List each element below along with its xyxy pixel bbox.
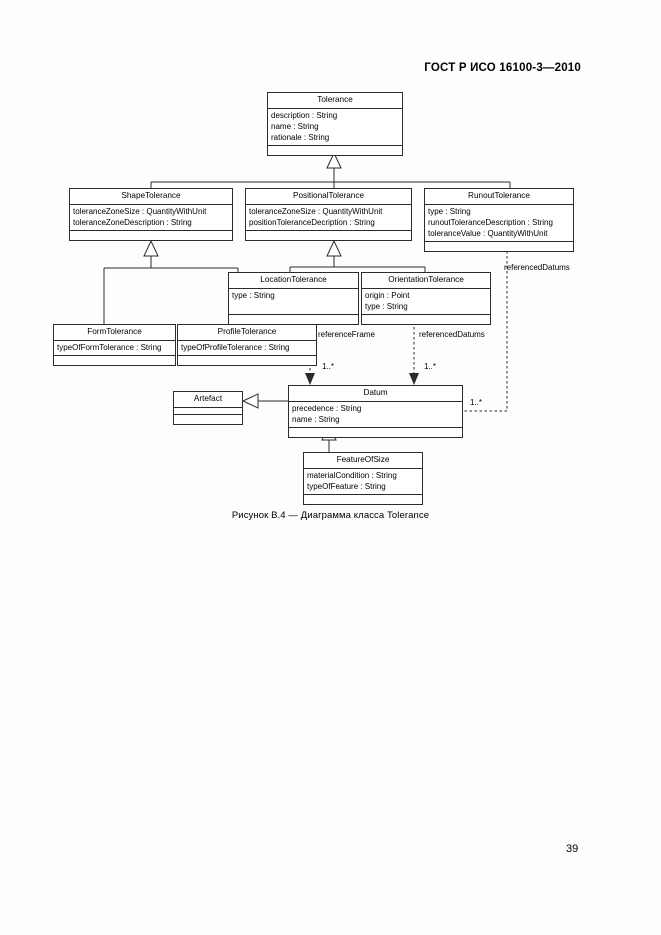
attribute: runoutToleranceDescription : String [428,217,553,227]
document-header-standard-number: ГОСТ Р ИСО 16100-3—2010 [424,62,581,74]
class-attributes-tolerance: description : String name : String ratio… [268,109,402,146]
class-box-artefact[interactable]: Artefact [173,391,243,425]
attribute: type : String [365,301,408,311]
class-attributes-location-tolerance: type : String [229,289,358,315]
attribute: rationale : String [271,132,330,142]
attribute: description : String [271,110,338,120]
class-name-feature-of-size: FeatureOfSize [304,453,422,469]
attribute: typeOfProfileTolerance : String [181,342,290,352]
association-label-referenced-datums-orientation: referencedDatums [419,330,485,339]
class-operations-runout-tolerance [425,242,573,251]
class-box-runout-tolerance[interactable]: RunoutTolerance type : String runoutTole… [424,188,574,252]
class-box-shape-tolerance[interactable]: ShapeTolerance toleranceZoneSize : Quant… [69,188,233,241]
attribute: toleranceZoneSize : QuantityWithUnit [73,206,207,216]
class-name-shape-tolerance: ShapeTolerance [70,189,232,205]
association-multiplicity-referenced-datums-runout: 1..* [470,398,483,407]
class-name-positional-tolerance: PositionalTolerance [246,189,411,205]
class-operations-orientation-tolerance [362,315,490,324]
class-operations-artefact [174,415,242,424]
page-number: 39 [566,843,579,855]
attribute: name : String [292,414,340,424]
class-name-orientation-tolerance: OrientationTolerance [362,273,490,289]
attribute: origin : Point [365,290,410,300]
attribute: toleranceZoneDescription : String [73,217,192,227]
class-attributes-artefact [174,408,242,415]
class-attributes-orientation-tolerance: origin : Point type : String [362,289,490,315]
association-multiplicity-reference-frame: 1..* [322,362,335,371]
association-label-referenced-datums-runout: referencedDatums [504,263,570,272]
class-name-profile-tolerance: ProfileTolerance [178,325,316,341]
attribute: positionToleranceDecription : String [249,217,375,227]
class-box-datum[interactable]: Datum precedence : String name : String [288,385,463,438]
attribute: type : String [232,290,275,300]
attribute: type : String [428,206,471,216]
attribute: name : String [271,121,319,131]
class-box-positional-tolerance[interactable]: PositionalTolerance toleranceZoneSize : … [245,188,412,241]
class-name-artefact: Artefact [174,392,242,408]
class-attributes-datum: precedence : String name : String [289,402,462,428]
class-name-tolerance: Tolerance [268,93,402,109]
class-attributes-form-tolerance: typeOfFormTolerance : String [54,341,175,356]
class-box-location-tolerance[interactable]: LocationTolerance type : String [228,272,359,325]
class-operations-shape-tolerance [70,231,232,240]
class-operations-tolerance [268,146,402,155]
class-name-location-tolerance: LocationTolerance [229,273,358,289]
class-operations-location-tolerance [229,315,358,324]
figure-caption: Рисунок В.4 — Диаграмма класса Tolerance [231,510,430,521]
association-label-reference-frame: referenceFrame [318,330,375,339]
class-operations-form-tolerance [54,356,175,365]
class-box-form-tolerance[interactable]: FormTolerance typeOfFormTolerance : Stri… [53,324,176,366]
class-attributes-profile-tolerance: typeOfProfileTolerance : String [178,341,316,356]
class-name-form-tolerance: FormTolerance [54,325,175,341]
attribute: toleranceValue : QuantityWithUnit [428,228,548,238]
attribute: toleranceZoneSize : QuantityWithUnit [249,206,383,216]
class-operations-datum [289,428,462,437]
association-multiplicity-referenced-datums-orientation: 1..* [424,362,437,371]
attribute: materialCondition : String [307,470,397,480]
class-name-runout-tolerance: RunoutTolerance [425,189,573,205]
class-name-datum: Datum [289,386,462,402]
class-operations-profile-tolerance [178,356,316,365]
attribute: typeOfFeature : String [307,481,386,491]
class-box-feature-of-size[interactable]: FeatureOfSize materialCondition : String… [303,452,423,505]
class-attributes-feature-of-size: materialCondition : String typeOfFeature… [304,469,422,495]
attribute: typeOfFormTolerance : String [57,342,162,352]
class-box-tolerance[interactable]: Tolerance description : String name : St… [267,92,403,156]
class-attributes-runout-tolerance: type : String runoutToleranceDescription… [425,205,573,242]
class-box-profile-tolerance[interactable]: ProfileTolerance typeOfProfileTolerance … [177,324,317,366]
class-operations-positional-tolerance [246,231,411,240]
class-attributes-shape-tolerance: toleranceZoneSize : QuantityWithUnit tol… [70,205,232,231]
class-operations-feature-of-size [304,495,422,504]
class-box-orientation-tolerance[interactable]: OrientationTolerance origin : Point type… [361,272,491,325]
attribute: precedence : String [292,403,362,413]
class-attributes-positional-tolerance: toleranceZoneSize : QuantityWithUnit pos… [246,205,411,231]
